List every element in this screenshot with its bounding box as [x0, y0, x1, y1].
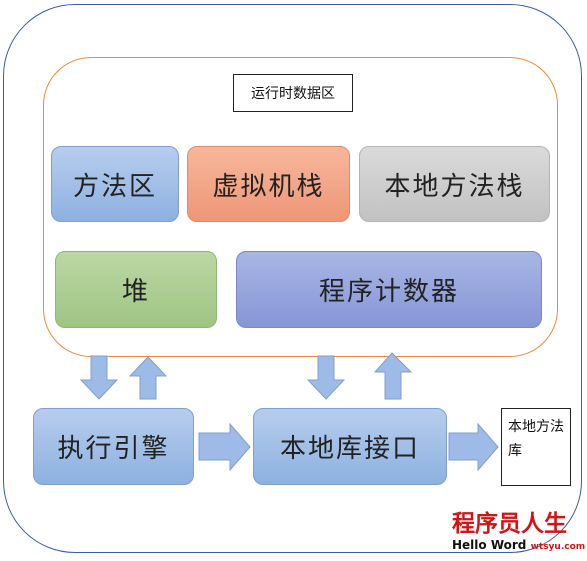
up-arrow-icon — [128, 356, 168, 400]
down-arrow-icon — [79, 355, 119, 400]
native-interface-box: 本地库接口 — [253, 408, 447, 485]
watermark-hello: Hello Word — [452, 538, 527, 552]
runtime-data-area-label: 运行时数据区 — [233, 74, 353, 112]
native-method-stack-box: 本地方法栈 — [359, 146, 550, 222]
watermark-subtitle: Hello Word wtsyu.com — [452, 538, 585, 552]
watermark-url: wtsyu.com — [530, 542, 586, 552]
down-arrow-icon — [306, 355, 346, 400]
method-area-box: 方法区 — [51, 146, 179, 222]
native-library-box: 本地方法库 — [501, 408, 571, 486]
vm-stack-box: 虚拟机栈 — [187, 146, 350, 222]
execution-engine-box: 执行引擎 — [33, 408, 194, 485]
pc-register-box: 程序计数器 — [236, 251, 542, 328]
watermark-title: 程序员人生 — [452, 510, 567, 537]
up-arrow-icon — [373, 352, 413, 400]
watermark: 程序员人生 Hello Word wtsyu.com — [452, 510, 585, 553]
heap-box: 堆 — [55, 251, 217, 328]
right-arrow-icon — [448, 422, 499, 472]
right-arrow-icon — [198, 422, 251, 472]
